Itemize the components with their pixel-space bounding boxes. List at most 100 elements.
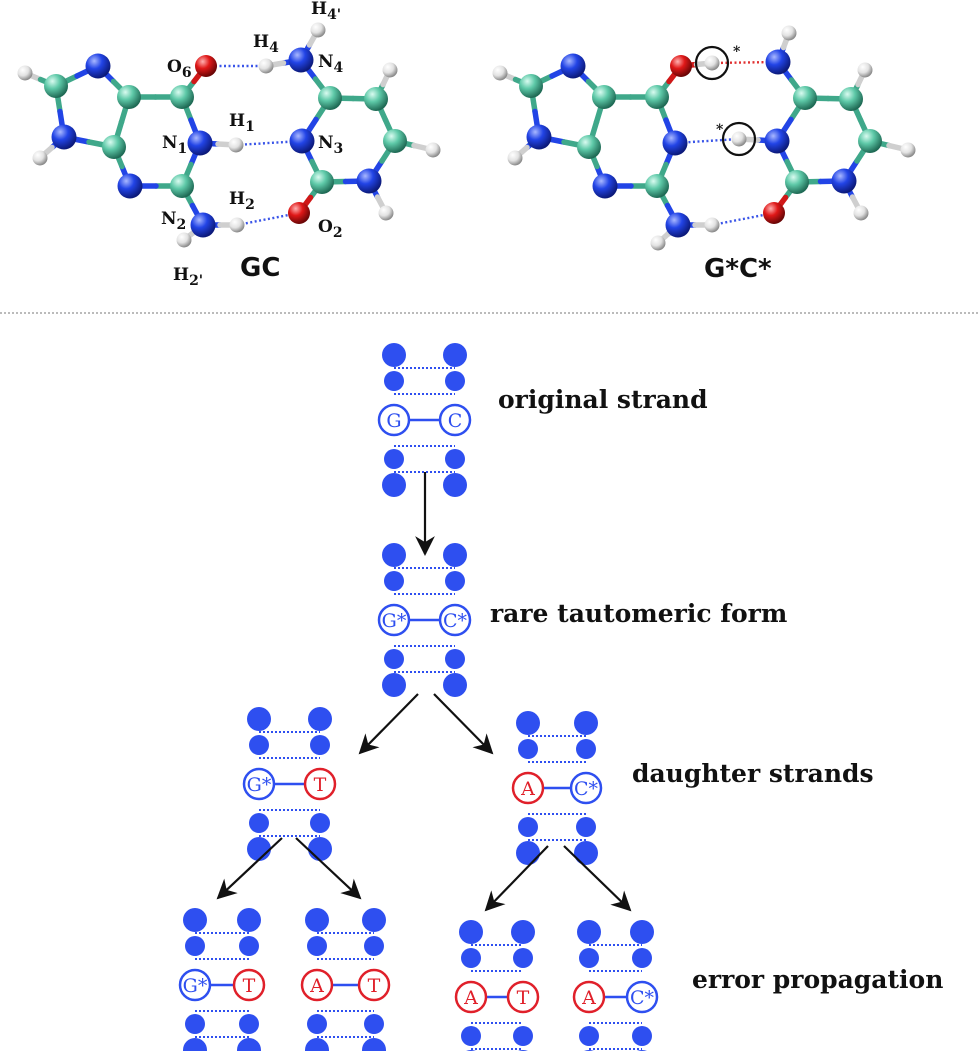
- arrow-left-daughter-to-at: [295, 837, 362, 900]
- base-right: [438, 403, 472, 437]
- backbone-bead: [574, 841, 598, 865]
- atom-c: [170, 174, 194, 198]
- label-N4: N4: [318, 52, 344, 76]
- base-left-letter: G*: [183, 975, 208, 997]
- base-right-letter: T: [517, 987, 530, 1009]
- base-right-letter: C*: [443, 610, 468, 632]
- atom-h: [228, 137, 244, 153]
- backbone-bead: [518, 739, 538, 759]
- atom-c: [310, 170, 334, 194]
- backbone-bead: [185, 936, 205, 956]
- gc-star-molecule-model: [492, 25, 916, 251]
- base-left-letter: G: [386, 410, 401, 432]
- backbone-bead: [516, 841, 540, 865]
- backbone-bead: [310, 813, 330, 833]
- base-right: [232, 968, 266, 1002]
- label-H4prime: H4': [311, 0, 341, 23]
- label-O2: O2: [318, 217, 343, 241]
- base-left: [572, 980, 606, 1014]
- label-O6: O6: [167, 57, 192, 81]
- backbone-bead: [382, 543, 406, 567]
- ladder-daughter-right: A C*: [511, 711, 603, 865]
- base-right: [303, 767, 337, 801]
- caption-error-propagation: error propagation: [692, 965, 943, 994]
- backbone-bead: [511, 920, 535, 944]
- backbone-bead: [630, 920, 654, 944]
- arrow-right-daughter-to-at: [484, 845, 549, 912]
- backbone-bead: [239, 1014, 259, 1034]
- label-H2prime: H2': [173, 265, 203, 289]
- backbone-bead: [443, 473, 467, 497]
- atom-h: [507, 150, 523, 166]
- atom-c: [170, 85, 194, 109]
- atom-o: [195, 55, 217, 77]
- atom-n: [51, 124, 77, 150]
- atom-n: [765, 49, 791, 75]
- backbone-bead: [579, 948, 599, 968]
- caption-daughter-strands: daughter strands: [632, 759, 874, 788]
- backbone-bead: [445, 371, 465, 391]
- backbone-bead: [459, 920, 483, 944]
- atom-h: [781, 25, 797, 41]
- atom-n: [187, 130, 213, 156]
- atom-c: [592, 85, 616, 109]
- backbone-bead: [461, 1026, 481, 1046]
- backbone-bead: [249, 735, 269, 755]
- label-H4: H4: [253, 32, 279, 56]
- atom-h: [176, 232, 192, 248]
- gc-molecule-model: [17, 22, 441, 248]
- base-left-letter: A: [520, 778, 535, 800]
- backbone-bead: [445, 649, 465, 669]
- base-left-letter: G*: [382, 610, 407, 632]
- backbone-bead: [384, 449, 404, 469]
- backbone-bead: [382, 673, 406, 697]
- atom-c: [318, 86, 342, 110]
- atom-h: [425, 142, 441, 158]
- backbone-bead: [247, 707, 271, 731]
- base-left-letter: A: [581, 987, 596, 1009]
- caption-rare-tautomeric-form: rare tautomeric form: [490, 599, 787, 628]
- backbone-bead: [307, 1014, 327, 1034]
- replication-arrows: [216, 472, 632, 912]
- base-right-letter: C: [448, 410, 463, 432]
- backbone-bead: [382, 473, 406, 497]
- ladder-rare-tautomer: G* C*: [377, 543, 472, 697]
- atom-o: [763, 202, 785, 224]
- atom-n: [85, 53, 111, 79]
- atom-n: [289, 128, 315, 154]
- atom-c: [858, 129, 882, 153]
- atom-h: [857, 62, 873, 78]
- backbone-bead: [513, 948, 533, 968]
- atom-n: [662, 130, 688, 156]
- base-left-letter: A: [309, 975, 324, 997]
- backbone-bead: [364, 936, 384, 956]
- backbone-bead: [384, 571, 404, 591]
- hydrogen-bond: [236, 211, 300, 227]
- backbone-bead: [308, 707, 332, 731]
- atom-c: [785, 170, 809, 194]
- atom-h: [731, 131, 747, 147]
- atom-c: [793, 86, 817, 110]
- star-marker-top: *: [733, 44, 741, 60]
- backbone-bead: [183, 1038, 207, 1051]
- atom-h: [704, 217, 720, 233]
- atom-n: [764, 128, 790, 154]
- backbone-bead: [310, 735, 330, 755]
- atom-h: [900, 142, 916, 158]
- base-right-letter: C*: [574, 778, 599, 800]
- atom-h: [229, 217, 245, 233]
- atom-n: [665, 212, 691, 238]
- backbone-bead: [445, 571, 465, 591]
- atom-h: [378, 205, 394, 221]
- backbone-bead: [307, 936, 327, 956]
- base-left: [454, 980, 488, 1014]
- atom-h: [492, 65, 508, 81]
- atom-n: [560, 53, 586, 79]
- backbone-bead: [305, 908, 329, 932]
- atom-n: [526, 124, 552, 150]
- backbone-bead: [237, 1038, 261, 1051]
- atom-o: [288, 202, 310, 224]
